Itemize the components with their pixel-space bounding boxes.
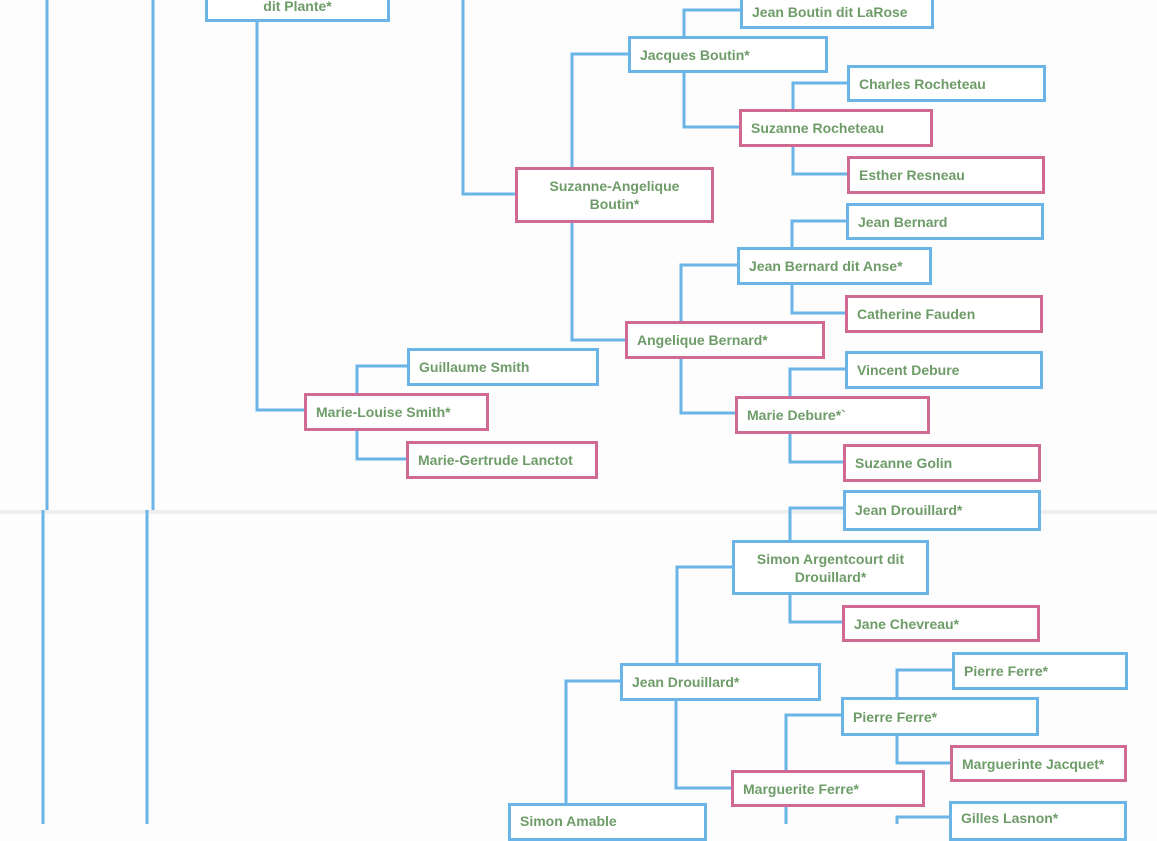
person-box[interactable]: Jean Drouillard*: [843, 490, 1041, 531]
person-name: Suzanne-Angelique Boutin*: [549, 178, 680, 212]
person-name: Marguerinte Jacquet*: [962, 755, 1105, 772]
person-box[interactable]: Suzanne Rocheteau: [739, 109, 933, 147]
person-box[interactable]: Vincent Debure: [845, 351, 1043, 389]
person-name: Simon Argentcourt dit Drouillard*: [756, 550, 905, 585]
person-box[interactable]: Marguerite Ferre*: [731, 770, 925, 807]
person-box[interactable]: Catherine Fauden: [845, 295, 1043, 333]
person-name: Gilles Lasnon*: [961, 810, 1059, 826]
person-name: Jean Drouillard*: [855, 502, 963, 518]
person-box[interactable]: Pierre Ferre*: [952, 652, 1128, 690]
person-box[interactable]: Esther Resneau: [847, 156, 1045, 194]
person-box[interactable]: Marie-Louise Smith*: [304, 393, 489, 431]
person-name: Jean Bernard: [858, 213, 948, 230]
person-name: Catherine Fauden: [857, 306, 976, 322]
person-name: Marie-Louise Smith*: [316, 404, 451, 420]
person-name: Suzanne Rocheteau: [751, 120, 885, 136]
person-box[interactable]: Marie Debure*`: [735, 396, 930, 434]
person-box[interactable]: dit Plante*: [205, 0, 390, 22]
person-name: Jean Boutin dit LaRose: [752, 3, 908, 20]
person-box[interactable]: Jean Boutin dit LaRose: [740, 0, 934, 29]
person-name: Marie-Gertrude Lanctot: [418, 452, 573, 468]
person-name: Jean Bernard dit Anse*: [749, 258, 903, 274]
person-name: Marie Debure*`: [747, 407, 846, 423]
person-box[interactable]: Marie-Gertrude Lanctot: [406, 441, 598, 479]
person-box[interactable]: Jean Drouillard*: [620, 663, 821, 701]
person-name: Esther Resneau: [859, 167, 965, 183]
person-box[interactable]: Gilles Lasnon*: [949, 801, 1127, 841]
paper-fold: [0, 510, 1157, 514]
person-box[interactable]: Marguerinte Jacquet*: [950, 745, 1127, 782]
person-box[interactable]: Jacques Boutin*: [628, 36, 828, 73]
person-box[interactable]: Angelique Bernard*: [625, 321, 825, 359]
person-box[interactable]: Jane Chevreau*: [842, 605, 1040, 642]
person-box[interactable]: Suzanne-Angelique Boutin*: [515, 167, 714, 223]
person-box[interactable]: Charles Rocheteau: [847, 65, 1046, 102]
person-name: Jacques Boutin*: [640, 46, 750, 63]
person-name: Marguerite Ferre*: [743, 780, 859, 797]
person-name: Guillaume Smith: [419, 359, 530, 375]
person-box[interactable]: Jean Bernard: [846, 203, 1044, 240]
person-box[interactable]: Pierre Ferre*: [841, 697, 1039, 736]
person-box[interactable]: Jean Bernard dit Anse*: [737, 247, 932, 285]
person-name: dit Plante*: [263, 0, 332, 14]
person-name: Angelique Bernard*: [637, 332, 768, 348]
person-name: Pierre Ferre*: [964, 663, 1049, 679]
person-box[interactable]: Simon Amable: [508, 803, 707, 841]
person-name: Pierre Ferre*: [853, 708, 938, 725]
person-name: Vincent Debure: [857, 362, 960, 378]
person-name: Jean Drouillard*: [632, 674, 740, 690]
person-name: Jane Chevreau*: [854, 615, 960, 632]
person-name: Charles Rocheteau: [859, 75, 986, 92]
person-box[interactable]: Suzanne Golin: [843, 444, 1041, 482]
person-box[interactable]: Simon Argentcourt dit Drouillard*: [732, 540, 929, 595]
person-box[interactable]: Guillaume Smith: [407, 348, 599, 386]
person-name: Suzanne Golin: [855, 455, 953, 471]
person-name: Simon Amable: [520, 813, 617, 829]
